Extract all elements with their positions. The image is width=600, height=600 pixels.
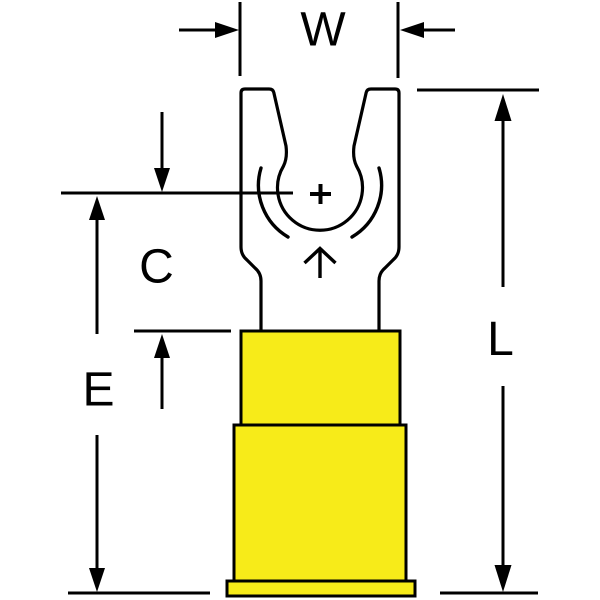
svg-text:C: C [139, 241, 174, 294]
svg-text:W: W [300, 4, 346, 57]
svg-text:E: E [82, 364, 114, 417]
svg-text:L: L [487, 313, 514, 366]
